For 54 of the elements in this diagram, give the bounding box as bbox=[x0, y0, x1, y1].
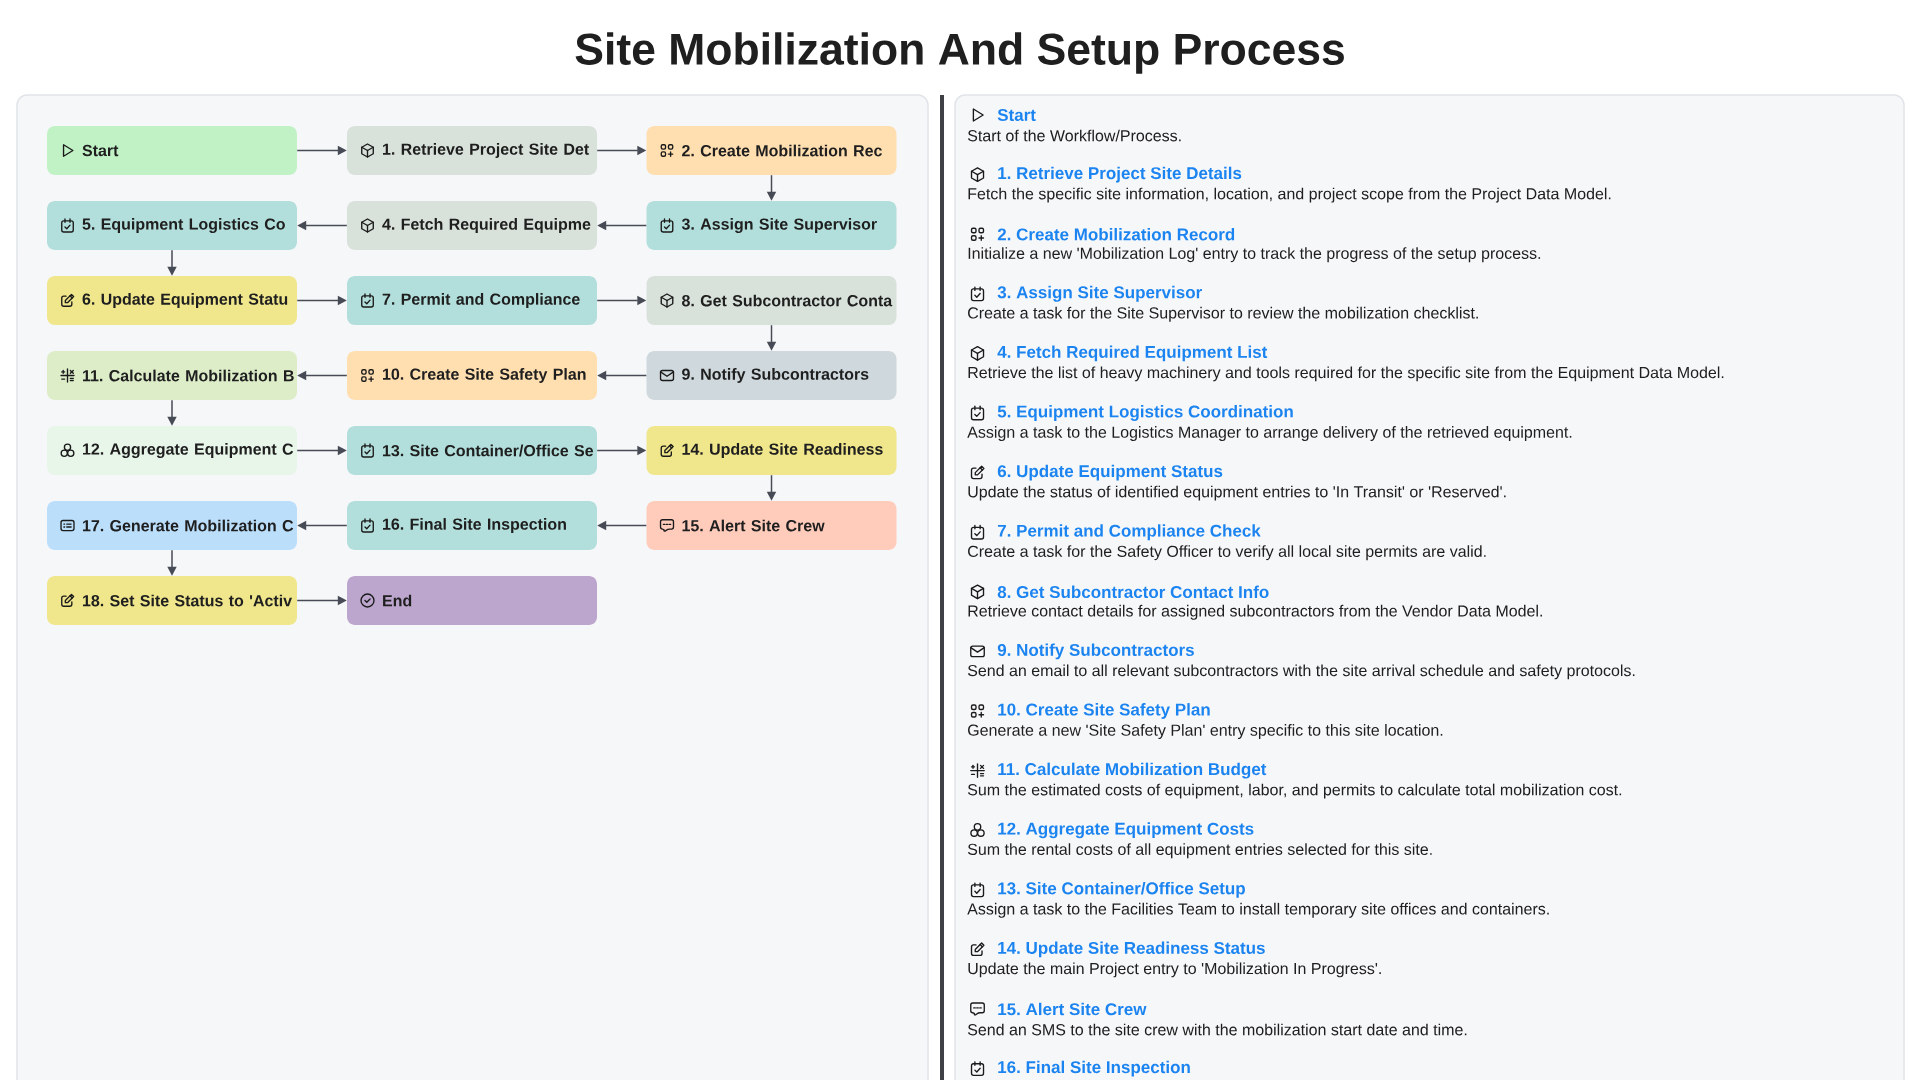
process-box: 4. Fetch Required Equipme bbox=[347, 201, 597, 250]
process-box: 16. Final Site Inspection bbox=[347, 501, 597, 550]
step-title: 13. Site Container/Office Setup bbox=[998, 881, 1245, 898]
step-description: Send an email to all relevant subcontractors with the site arrival schedule and safety protocols. bbox=[967, 664, 1635, 680]
title: Site Mobilization And Setup Process bbox=[575, 32, 1344, 74]
process-box: 6. Update Equipment Statu bbox=[47, 276, 297, 325]
step-title: 16. Final Site Inspection bbox=[998, 1060, 1190, 1077]
process-box: 2. Create Mobilization Rec bbox=[646, 126, 897, 175]
step-description: Update the status of identified equipment entries to 'In Transit' or 'Reserved'. bbox=[968, 485, 1506, 501]
step-description: Update the main Project entry to 'Mobilization In Progress'. bbox=[968, 962, 1381, 978]
process-box: Start bbox=[47, 126, 297, 175]
process-box: 18. Set Site Status to 'Activ bbox=[47, 576, 297, 625]
step-description: Assign a task to the Logistics Manager to arrange delivery of the retrieved equipment. bbox=[967, 426, 1572, 441]
step-description: Fetch the specific site information, location, and project scope from the Project Data Model. bbox=[968, 187, 1611, 203]
process-box: 13. Site Container/Office Se bbox=[347, 426, 597, 475]
process-box: 3. Assign Site Supervisor bbox=[646, 201, 897, 250]
step-title: 4. Fetch Required Equipment List bbox=[997, 345, 1268, 362]
step-title: 2. Create Mobilization Record bbox=[997, 227, 1235, 241]
process-box: 14. Update Site Readiness bbox=[646, 426, 897, 475]
step-description: Assign a task to the Facilities Team to install temporary site offices and containers. bbox=[967, 902, 1549, 918]
step-title: 10. Create Site Safety Plan bbox=[998, 703, 1210, 719]
process-box: 7. Permit and Compliance bbox=[347, 276, 597, 325]
step-description: Create a task for the Safety Officer to verify all local site permits are valid. bbox=[968, 545, 1486, 561]
step-title: 9. Notify Subcontractors bbox=[997, 643, 1194, 660]
step-description: Send an SMS to the site crew with the mobilization start date and time. bbox=[967, 1023, 1467, 1036]
step-description: Retrieve the list of heavy machinery and tools required for the specific site from the Equipment Data Model. bbox=[968, 366, 1724, 382]
step-description: Initialize a new 'Mobilization Log' entry to track the progress of the setup process. bbox=[968, 247, 1541, 263]
step-title: 11. Calculate Mobilization Budget bbox=[998, 762, 1267, 779]
step-title: 6. Update Equipment Status bbox=[997, 464, 1223, 481]
step-description: Retrieve contact details for assigned subcontractors from the Vendor Data Model. bbox=[968, 604, 1542, 620]
step-title: 7. Permit and Compliance Check bbox=[997, 524, 1261, 541]
process-box: 10. Create Site Safety Plan bbox=[347, 351, 597, 400]
process-box: 12. Aggregate Equipment C bbox=[47, 426, 297, 475]
step-description: Create a task for the Site Supervisor to review the mobilization checklist. bbox=[968, 306, 1478, 322]
process-box: 5. Equipment Logistics Co bbox=[47, 201, 297, 250]
step-title: 5. Equipment Logistics Coordination bbox=[997, 405, 1293, 421]
process-box: 1. Retrieve Project Site Det bbox=[347, 126, 597, 175]
step-title: 12. Aggregate Equipment Costs bbox=[998, 822, 1254, 839]
process-box: 11. Calculate Mobilization B bbox=[47, 351, 297, 400]
step-title: 8. Get Subcontractor Contact Info bbox=[997, 585, 1269, 599]
step-title: 15. Alert Site Crew bbox=[998, 1002, 1147, 1016]
process-box: End bbox=[347, 576, 597, 625]
step-description: Start of the Workflow/Process. bbox=[967, 129, 1181, 142]
step-title: 14. Update Site Readiness Status bbox=[998, 941, 1265, 958]
step-title: Start bbox=[997, 109, 1036, 122]
step-description: Sum the rental costs of all equipment entries selected for this site. bbox=[967, 843, 1432, 859]
step-title: 1. Retrieve Project Site Details bbox=[998, 166, 1242, 183]
step-description: Generate a new 'Site Safety Plan' entry specific to this site location. bbox=[968, 724, 1443, 739]
process-box: 15. Alert Site Crew bbox=[646, 501, 897, 550]
process-box: 9. Notify Subcontractors bbox=[646, 351, 897, 400]
step-description: Sum the estimated costs of equipment, labor, and permits to calculate total mobilization cost. bbox=[967, 783, 1622, 799]
process-box: 17. Generate Mobilization C bbox=[47, 501, 297, 550]
step-title: 3. Assign Site Supervisor bbox=[997, 285, 1202, 302]
process-box: 8. Get Subcontractor Conta bbox=[646, 276, 897, 325]
